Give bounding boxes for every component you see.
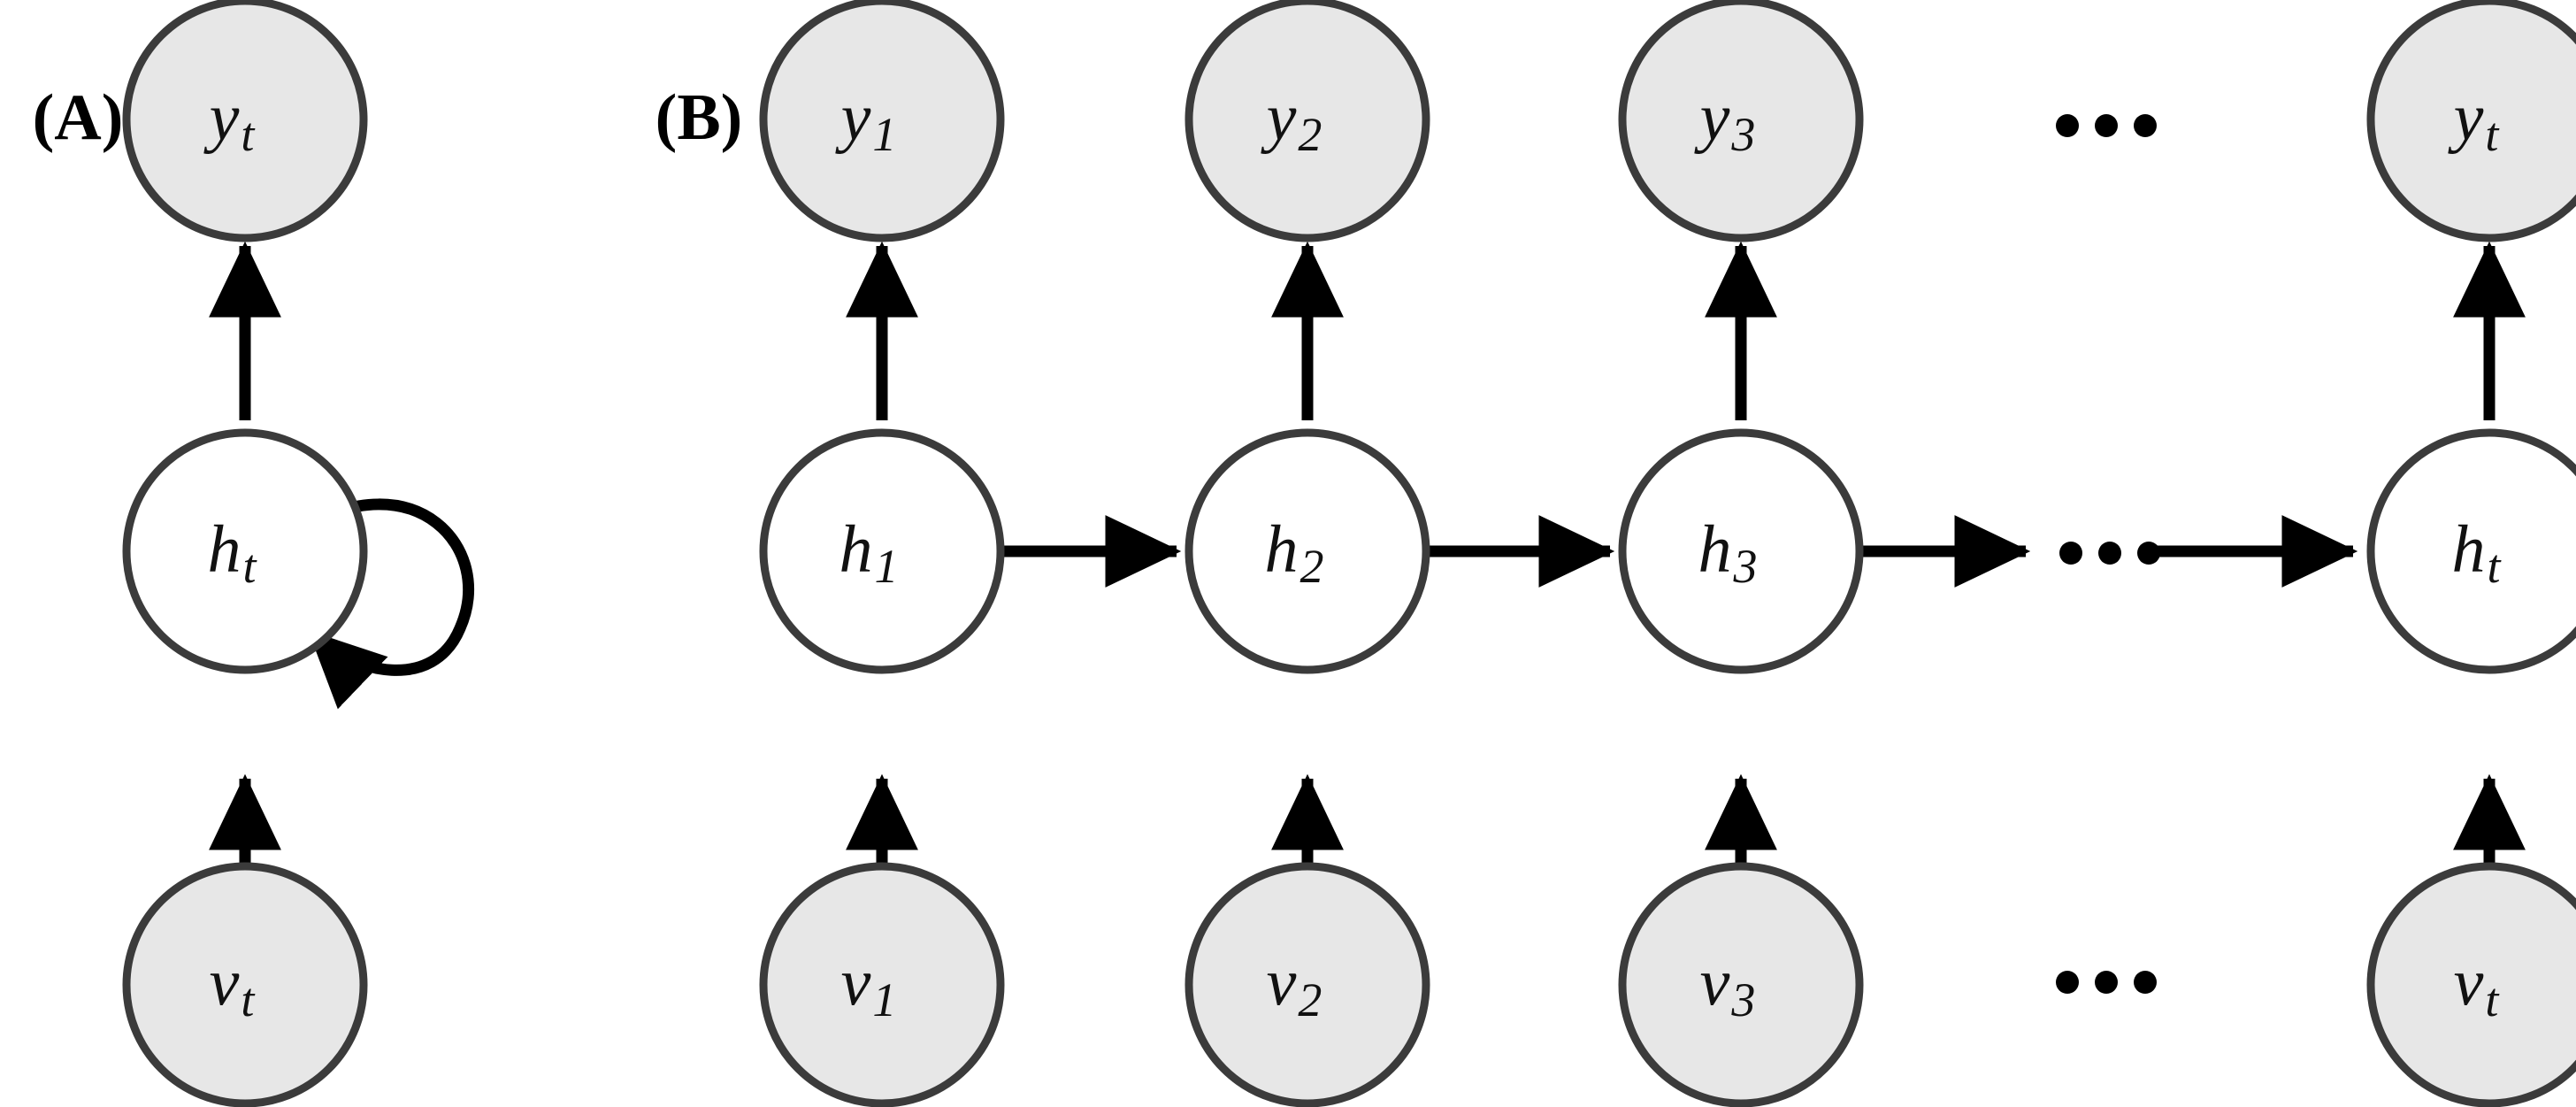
ellipsis-dot: [2137, 542, 2160, 565]
ellipsis-input-row: [2056, 971, 2157, 994]
node-b-v2-circle: [1184, 862, 1430, 1107]
node-b-v3-circle: [1618, 862, 1864, 1107]
node-a-yt-circle: [122, 0, 368, 242]
ellipsis-dot: [2134, 971, 2157, 994]
panel-b-label: (B): [656, 81, 743, 154]
node-b-vt-circle: [2366, 862, 2576, 1107]
node-b-v3: v3: [1618, 862, 1864, 1107]
ellipsis-dot: [2134, 114, 2157, 137]
node-b-yt: yt: [2366, 0, 2576, 242]
panel-a: (A) yt ht vt: [33, 0, 475, 1107]
node-b-y2: y2: [1184, 0, 1430, 242]
node-b-ht-circle: [2366, 428, 2576, 674]
ellipsis-dot: [2098, 542, 2121, 565]
node-b-h2-circle: [1184, 428, 1430, 674]
node-b-v1-circle: [759, 862, 1005, 1107]
node-b-v1: v1: [759, 862, 1005, 1107]
node-b-v2-label: v2: [1267, 945, 1322, 1026]
node-b-h1-circle: [759, 428, 1005, 674]
ellipsis-output-row: [2056, 114, 2157, 137]
node-b-y3: y3: [1618, 0, 1864, 242]
node-b-ht: ht: [2366, 428, 2576, 674]
node-b-yt-circle: [2366, 0, 2576, 242]
edge-ht-self-loop: [295, 498, 475, 710]
panel-a-label: (A): [33, 81, 124, 154]
node-b-h2: h2: [1184, 428, 1430, 674]
node-b-y1-circle: [759, 0, 1005, 242]
node-b-y2-circle: [1184, 0, 1430, 242]
ellipsis-hidden-row: [2059, 542, 2160, 565]
node-b-v2: v2: [1184, 862, 1430, 1107]
node-a-ht: ht: [122, 428, 368, 674]
ellipsis-dot: [2059, 542, 2082, 565]
node-b-h3: h3: [1618, 428, 1864, 674]
ellipsis-dot: [2056, 114, 2079, 137]
node-b-h3-circle: [1618, 428, 1864, 674]
node-a-ht-circle: [122, 428, 368, 674]
panel-b: (B) y1 y2: [656, 0, 2576, 1107]
ellipsis-dot: [2056, 971, 2079, 994]
node-b-y3-circle: [1618, 0, 1864, 242]
node-b-vt: vt: [2366, 862, 2576, 1107]
node-a-vt: vt: [122, 862, 368, 1107]
node-b-h1: h1: [759, 428, 1005, 674]
ellipsis-dot: [2095, 114, 2118, 137]
node-a-yt: yt: [122, 0, 368, 242]
node-a-vt-circle: [122, 862, 368, 1107]
node-b-y1: y1: [759, 0, 1005, 242]
node-b-h1-label: h1: [840, 511, 899, 593]
ellipsis-dot: [2095, 971, 2118, 994]
